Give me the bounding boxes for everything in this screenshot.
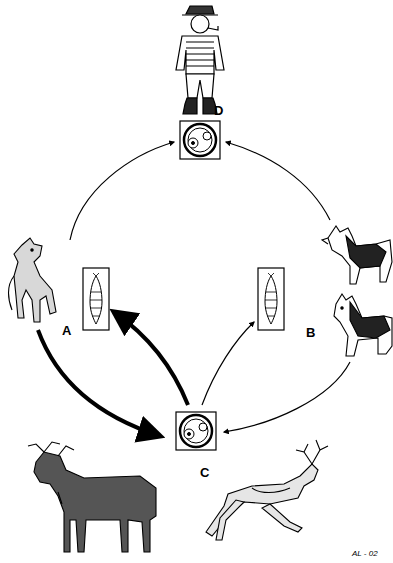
stage-letter: B [306,326,315,339]
hydatid-cyst-box [180,121,220,159]
adult-tapeworm-box [83,268,109,330]
dog-figure [334,294,392,356]
stage-letter: D [214,104,223,117]
moose-figure [28,442,156,552]
life-cycle-arrows [38,142,350,436]
wolf-figure [9,238,57,322]
stage-letter: A [62,324,71,337]
stage-letter: C [200,466,209,479]
dog-figure [322,226,392,284]
caribou-figure [206,440,328,540]
artist-signature: AL - 02 [352,550,378,558]
hydatid-cyst-box [176,412,216,450]
human-figure [176,6,224,114]
adult-tapeworm-box [258,268,284,330]
